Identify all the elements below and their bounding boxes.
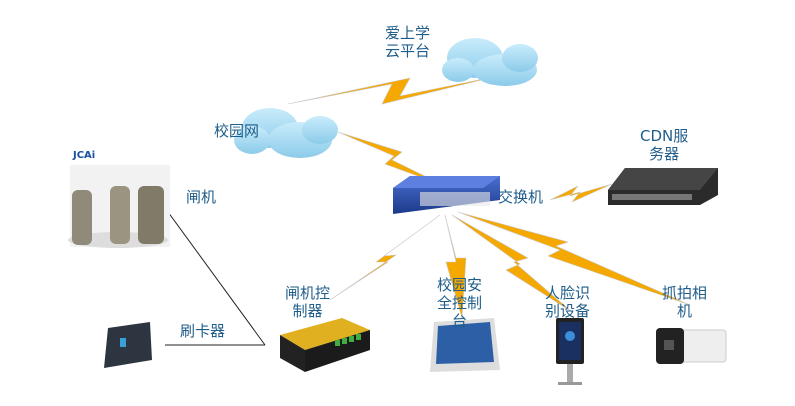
snapshot-camera-label: 抓拍相 机 (662, 284, 707, 320)
security-console-label: 校园安 全控制 台 (437, 276, 482, 330)
label-line: 云平台 (385, 42, 431, 60)
face-recognition-icon (556, 318, 584, 385)
label-line: 台 (452, 312, 468, 330)
card-reader-icon (104, 322, 152, 368)
label-line: CDN服 (640, 127, 689, 145)
gate-controller-label: 闸机控 制器 (285, 284, 330, 320)
label-line: 抓拍相 (662, 284, 708, 302)
label-line: 闸机控 (285, 284, 331, 302)
cdn-server-label: CDN服 务器 (640, 127, 688, 163)
label-line: 全控制 (437, 294, 483, 312)
bolt-network-cloud (287, 75, 499, 105)
bolt-switch-controller (329, 214, 441, 301)
cdn-server-icon (608, 168, 718, 205)
bolt-switch-camera (457, 211, 691, 306)
label-line: 制器 (292, 302, 323, 320)
label-line: 别设备 (545, 302, 591, 320)
label-line: 机 (677, 302, 693, 320)
turnstile-brand-logo: JCAi (73, 150, 95, 161)
security-console-icon (430, 318, 500, 372)
bolt-switch-cdn (549, 183, 613, 203)
switch-label: 交换机 (498, 188, 544, 206)
logo-text: JCAi (73, 150, 96, 161)
label-line: 人脸识 (545, 284, 591, 302)
campus-network-cloud-icon (234, 108, 338, 158)
campus-network-label: 校园网 (214, 122, 260, 140)
gate-controller-icon (280, 318, 370, 372)
snapshot-camera-icon (656, 328, 727, 364)
card-reader-label: 刷卡器 (180, 322, 226, 340)
turnstile-label: 闸机 (186, 188, 217, 206)
label-line: 爱上学 (385, 24, 431, 42)
bolt-switch-console (444, 214, 467, 319)
switch-icon (393, 176, 500, 214)
face-recognition-label: 人脸识 别设备 (545, 284, 590, 320)
label-line: 校园安 (437, 276, 483, 294)
turnstile-icon (68, 165, 170, 248)
turnstile-controller-line (151, 189, 266, 346)
label-line: 务器 (649, 145, 680, 163)
cloud-platform-icon (442, 38, 538, 86)
cloud-platform-label: 爱上学 云平台 (385, 24, 430, 60)
bolt-switch-face (451, 214, 573, 313)
